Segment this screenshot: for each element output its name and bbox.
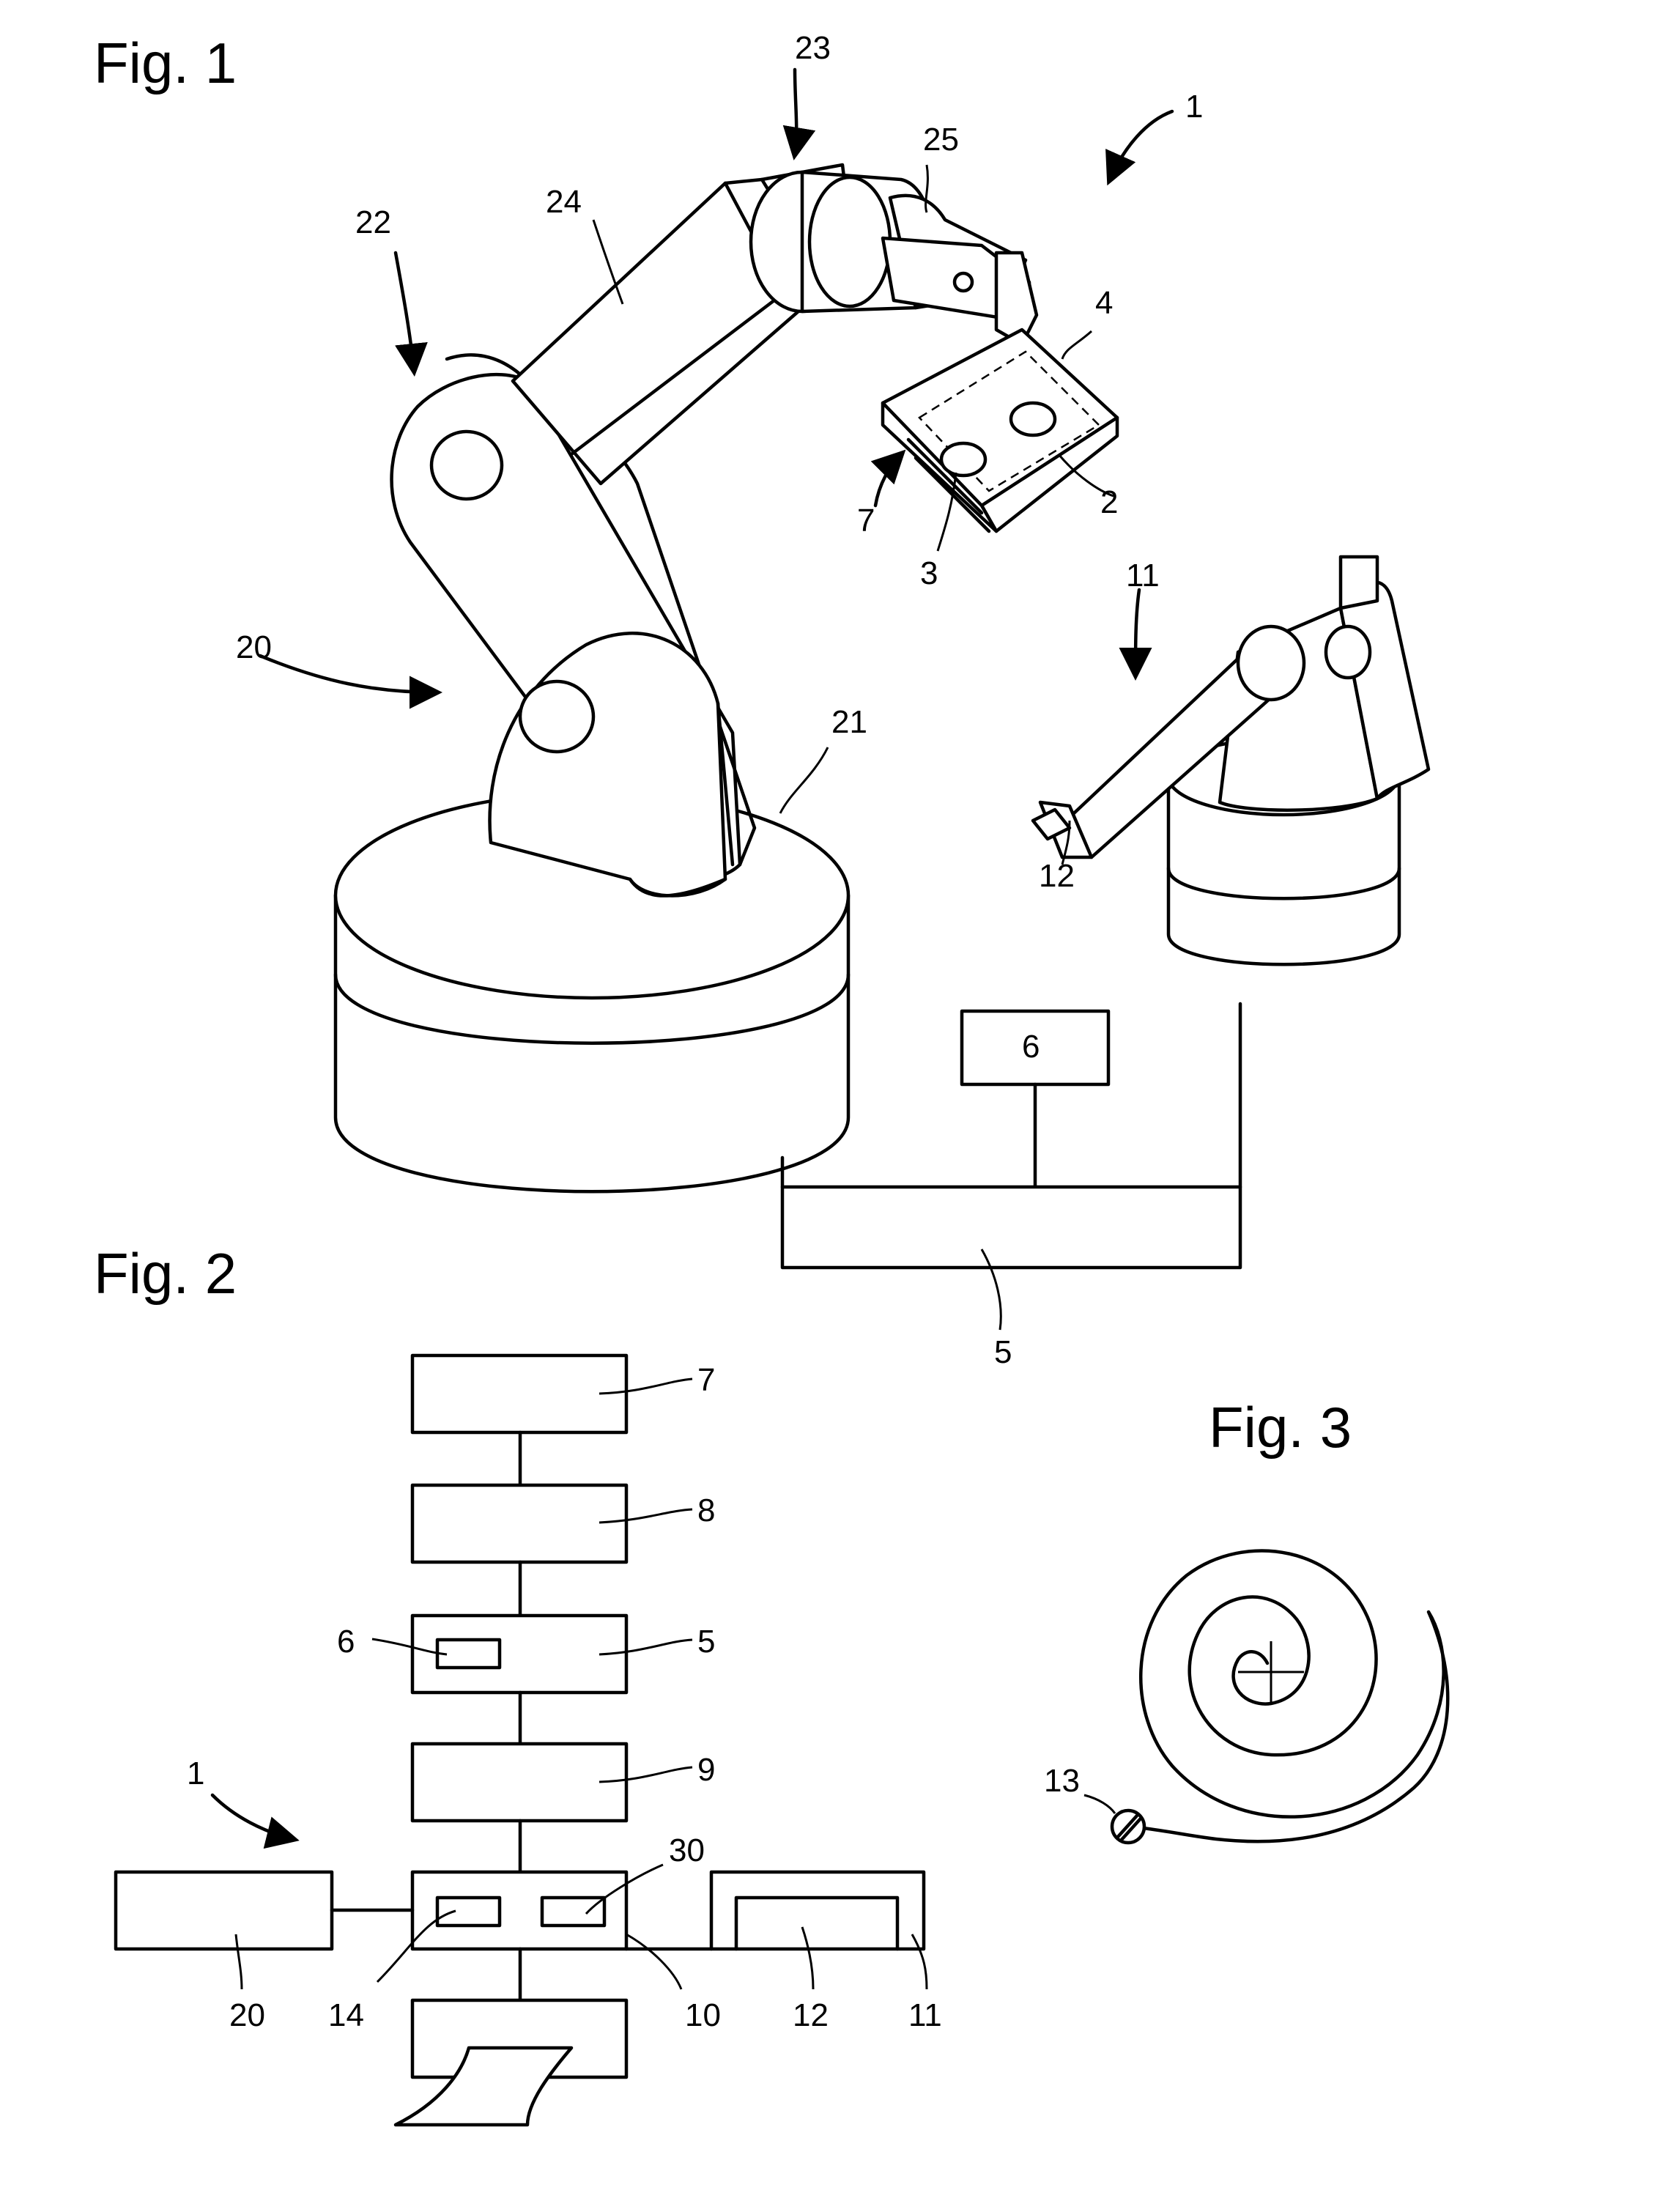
label-f2-6: 6 xyxy=(337,1624,355,1660)
label-1: 1 xyxy=(1185,89,1203,125)
label-2: 2 xyxy=(1100,484,1118,520)
block-30 xyxy=(542,1898,604,1926)
block-11 xyxy=(711,1872,924,1949)
label-20: 20 xyxy=(236,629,272,665)
label-f2-7: 7 xyxy=(697,1362,715,1398)
label-6: 6 xyxy=(1022,1029,1040,1065)
controller-5: 6 xyxy=(782,1004,1240,1268)
spiral-path xyxy=(1141,1551,1448,1842)
label-3: 3 xyxy=(920,555,938,591)
label-25: 25 xyxy=(923,122,959,158)
label-f2-9: 9 xyxy=(697,1752,715,1788)
label-13: 13 xyxy=(1044,1763,1080,1799)
label-f2-14: 14 xyxy=(328,1997,364,2033)
second-robot-11 xyxy=(1033,557,1429,964)
label-f2-20: 20 xyxy=(229,1997,265,2033)
label-f2-1: 1 xyxy=(187,1756,204,1791)
block-9 xyxy=(412,1744,626,1821)
plate-4 xyxy=(883,330,1117,531)
block-14 xyxy=(437,1898,500,1926)
fig2-title: Fig. 2 xyxy=(94,1241,237,1306)
label-12: 12 xyxy=(1039,858,1075,894)
label-21: 21 xyxy=(831,704,867,740)
label-23: 23 xyxy=(795,30,831,66)
figure-1: Fig. 1 xyxy=(94,30,1429,1370)
label-f2-5: 5 xyxy=(697,1624,715,1660)
label-f2-10: 10 xyxy=(685,1997,721,2033)
marker-13: 13 xyxy=(1044,1763,1144,1843)
figure-3: Fig. 3 13 xyxy=(1044,1395,1448,1843)
wrist-23 xyxy=(751,172,1037,344)
block-7 xyxy=(412,1355,626,1432)
label-5: 5 xyxy=(994,1334,1012,1370)
label-f2-11: 11 xyxy=(908,1997,942,2033)
label-f2-12: 12 xyxy=(793,1997,829,2033)
fig3-title: Fig. 3 xyxy=(1209,1395,1352,1460)
workpiece-2 xyxy=(1011,403,1055,435)
label-22: 22 xyxy=(355,204,391,240)
hole-3 xyxy=(941,443,985,476)
block-20 xyxy=(116,1872,332,1949)
label-24: 24 xyxy=(546,184,582,220)
label-f2-8: 8 xyxy=(697,1492,715,1528)
label-11: 11 xyxy=(1126,558,1160,593)
figure-2: Fig. 2 xyxy=(94,1241,942,2125)
controller-5-box xyxy=(782,1187,1240,1268)
fig1-title: Fig. 1 xyxy=(94,31,237,95)
label-7: 7 xyxy=(857,503,875,539)
label-4: 4 xyxy=(1095,285,1113,321)
label-f2-30: 30 xyxy=(669,1832,705,1868)
block-8 xyxy=(412,1485,626,1562)
